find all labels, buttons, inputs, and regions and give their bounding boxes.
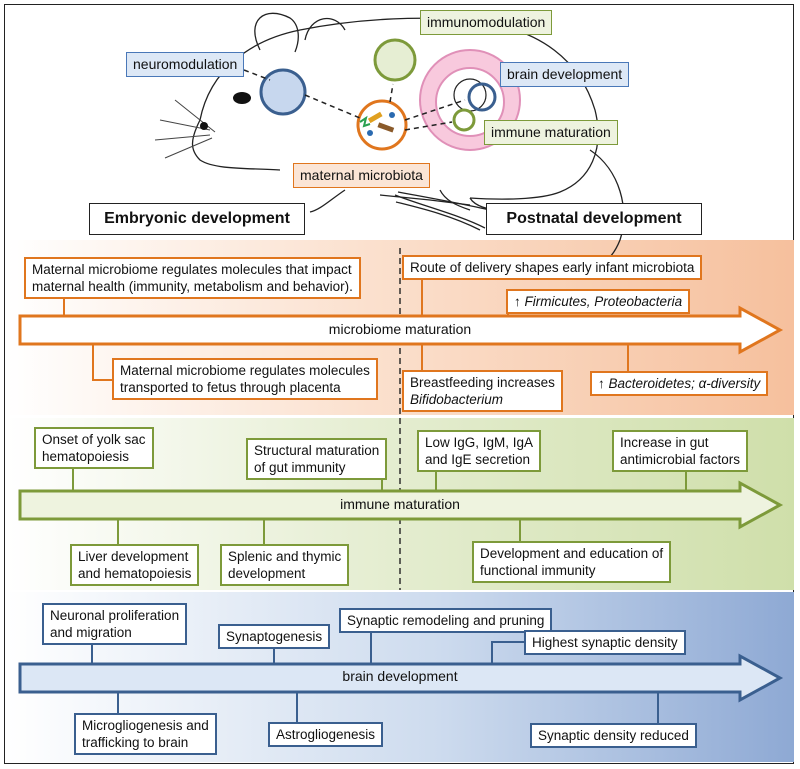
label-maternal-microbiota: maternal microbiota: [293, 163, 430, 188]
brain-arrow-label: brain development: [342, 668, 458, 684]
immune-timeline-arrow: [18, 480, 784, 530]
immune-arrow-label: immune maturation: [340, 496, 460, 512]
stem-placenta: [92, 344, 112, 381]
up-arrow-icon: ↑: [514, 294, 521, 309]
mouse-nose: [200, 122, 208, 130]
brain-dev-circle: [467, 82, 497, 112]
neuromodulation-circle: [259, 68, 307, 116]
box-astrogliogenesis: Astrogliogenesis: [268, 722, 384, 747]
up-arrow-icon-2: ↑: [598, 376, 605, 391]
mouse-eye: [233, 92, 251, 104]
microbiome-arrow-label: microbiome maturation: [328, 321, 472, 337]
immunomodulation-circle: [373, 38, 417, 82]
box-synaptogenesis: Synaptogenesis: [218, 624, 331, 649]
box-firmicutes: ↑ Firmicutes, Proteobacteria: [506, 289, 691, 314]
brain-timeline-arrow: [18, 653, 784, 703]
immune-mat-circle: [452, 108, 476, 132]
box-highest-density: Highest synaptic density: [524, 630, 686, 655]
box-route-of-delivery: Route of delivery shapes early infant mi…: [402, 255, 703, 280]
header-postnatal: Postnatal development: [486, 203, 702, 235]
header-embryonic: Embryonic development: [89, 203, 305, 235]
label-immunomodulation: immunomodulation: [420, 10, 553, 35]
box-maternal-health: Maternal microbiome regulates molecules …: [24, 257, 361, 299]
label-neuromodulation: neuromodulation: [126, 52, 245, 77]
microbe-rods: [359, 111, 395, 136]
box-bacteroidetes: ↑ Bacteroidetes; α-diversity: [590, 371, 769, 396]
box-remodeling: Synaptic remodeling and pruning: [339, 608, 553, 633]
box-density-reduced: Synaptic density reduced: [530, 723, 697, 748]
microbiome-timeline-arrow: [18, 305, 784, 355]
label-brain-development: brain development: [500, 62, 630, 87]
stem-highest: [491, 641, 524, 664]
dashed-connectors: [243, 69, 466, 131]
label-immune-maturation: immune maturation: [484, 120, 618, 145]
